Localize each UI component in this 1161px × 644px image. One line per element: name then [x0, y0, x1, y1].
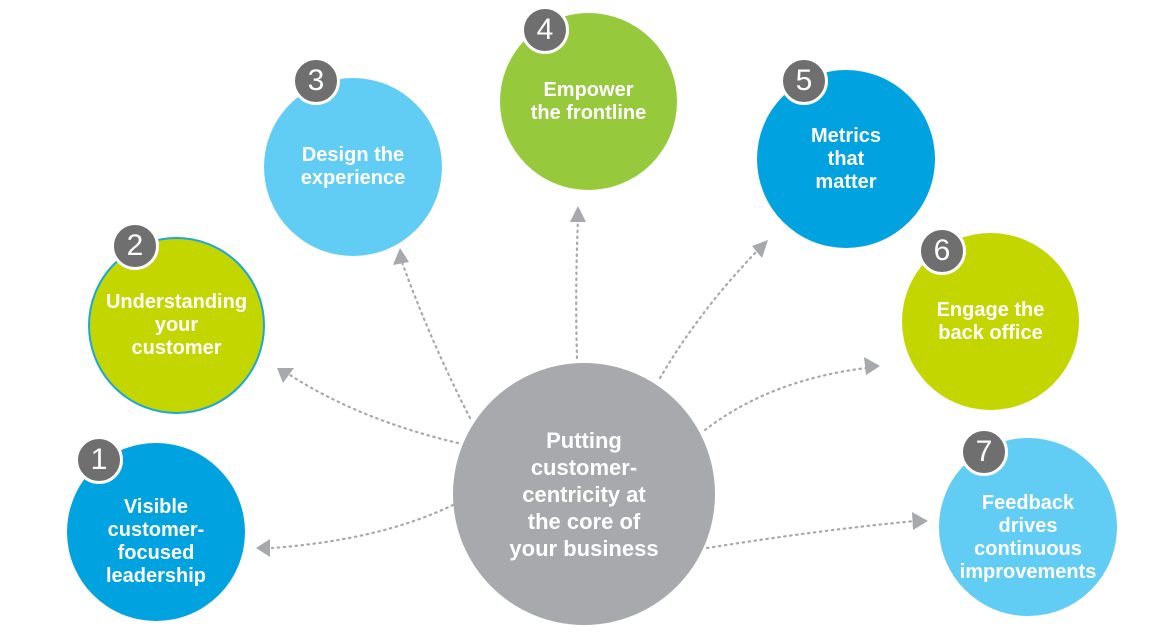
arrow-to-step-7: [705, 519, 917, 550]
step-5-circle: Metrics that matter: [757, 70, 935, 248]
step-1-label: Visible customer- focused leadership: [105, 496, 207, 587]
step-6-number-badge: 6: [918, 227, 966, 275]
step-1-number-badge: 1: [75, 436, 123, 484]
step-3-number-badge: 3: [292, 57, 340, 105]
step-7-number-badge: 7: [960, 428, 1008, 476]
step-5-label: Metrics that matter: [810, 124, 882, 193]
step-3-circle: Design the experience: [264, 78, 442, 256]
step-2-number-badge: 2: [111, 222, 159, 270]
center-circle: Putting customer- centricity at the core…: [453, 363, 715, 625]
arrow-to-step-1: [270, 503, 455, 550]
center-label: Putting customer- centricity at the core…: [509, 427, 659, 561]
arrow-to-step-4: [575, 218, 580, 360]
arrow-to-step-6: [703, 366, 868, 432]
step-7-label: Feedback drives continuous improvements: [959, 492, 1097, 583]
step-3-label: Design the experience: [300, 144, 406, 189]
step-2-circle: Understanding your customer: [88, 237, 265, 414]
step-2-label: Understanding your customer: [105, 291, 248, 359]
step-4-circle: Empower the frontline: [500, 13, 677, 190]
arrow-to-step-3: [400, 260, 472, 420]
arrowhead-step-2: [277, 368, 294, 383]
arrowhead-step-5: [752, 240, 768, 258]
step-5-number-badge: 5: [780, 57, 828, 105]
arrowhead-step-3: [393, 248, 409, 265]
arrowhead-step-4: [570, 206, 586, 222]
step-4-label: Empower the frontline: [530, 78, 647, 124]
arrow-to-step-2: [288, 373, 460, 445]
arrow-to-step-5: [658, 248, 760, 380]
arrowhead-step-1: [256, 539, 270, 557]
step-6-label: Engage the back office: [936, 298, 1045, 344]
arrowhead-step-7: [912, 512, 928, 530]
step-4-number-badge: 4: [521, 6, 569, 54]
arrowhead-step-6: [864, 357, 880, 375]
